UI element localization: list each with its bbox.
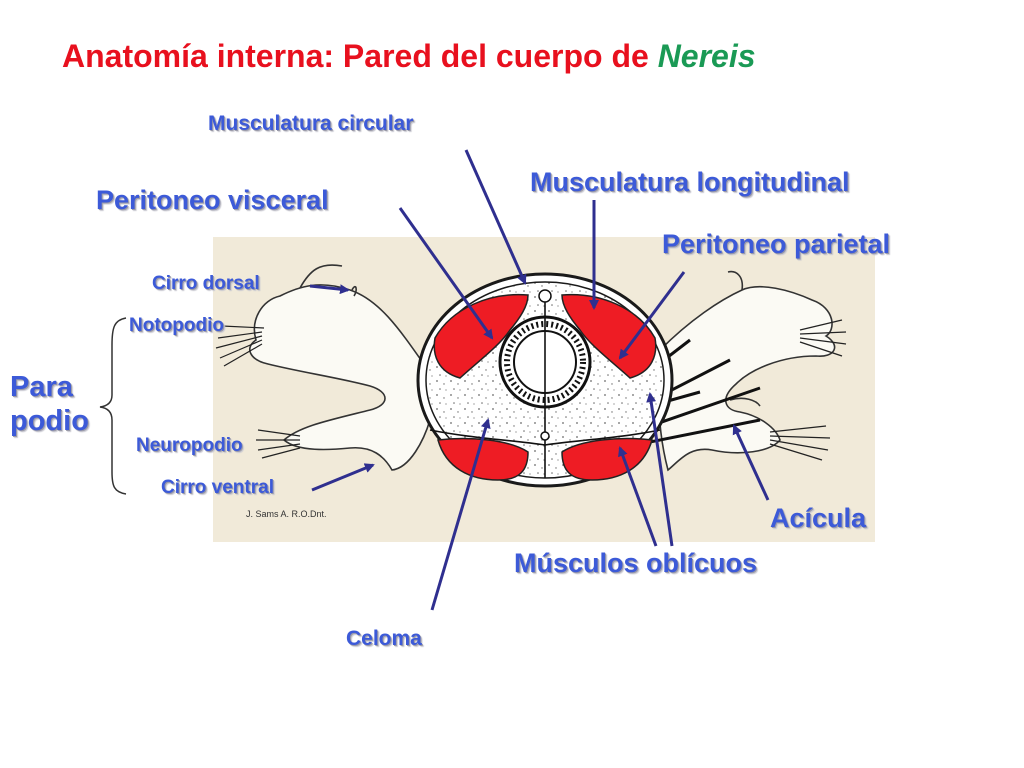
label-musculos-oblicuos: Músculos oblícuos	[514, 548, 758, 578]
label-peritoneo-parietal: Peritoneo parietal	[662, 229, 891, 259]
arrow-musculatura-circular	[464, 149, 527, 285]
arrow-peritoneo-parietal	[618, 271, 686, 360]
figure-credit: J. Sams A. R.O.Dnt.	[246, 509, 327, 519]
dorsal-vessel	[538, 289, 552, 303]
ventral-vessel	[540, 431, 550, 441]
label-cirro-ventral: Cirro ventral	[161, 477, 274, 498]
label-peritoneo-visceral: Peritoneo visceral	[96, 185, 329, 215]
label-notopodio: Notopodio	[129, 315, 224, 336]
left-chaetae	[215, 325, 301, 459]
arrow-oblicuo-1	[618, 446, 658, 547]
ventral-septum	[429, 429, 661, 446]
arrow-celoma	[430, 418, 491, 611]
title-main: Anatomía interna: Pared del cuerpo de	[62, 38, 658, 74]
label-parapodio-line1: Para	[10, 371, 73, 403]
dorsal-longitudinal-muscle-left	[433, 293, 529, 379]
right-chaetae	[769, 319, 847, 461]
ventral-longitudinal-muscle-left	[437, 437, 529, 481]
arrow-peritoneo-visceral	[398, 207, 494, 340]
label-neuropodio: Neuropodio	[136, 435, 243, 456]
annotation-arrows	[309, 149, 770, 611]
arrow-acicula	[732, 424, 770, 501]
label-parapodio-line2: podio	[10, 405, 89, 437]
label-musculatura-circular: Musculatura circular	[208, 112, 414, 135]
slide-title: Anatomía interna: Pared del cuerpo de Ne…	[62, 38, 756, 75]
dorsal-longitudinal-muscle-right	[561, 293, 657, 379]
parapodio-brace	[99, 317, 127, 495]
arrow-cirro-dorsal	[309, 284, 350, 295]
label-acicula: Acícula	[770, 503, 867, 533]
right-parapodium	[657, 270, 836, 472]
label-celoma: Celoma	[346, 627, 422, 650]
title-species: Nereis	[657, 38, 756, 74]
label-cirro-dorsal: Cirro dorsal	[152, 273, 260, 294]
arrow-oblicuo-2	[646, 392, 674, 547]
label-musculatura-longitudinal: Musculatura longitudinal	[530, 167, 850, 197]
arrow-cirro-ventral	[311, 463, 375, 492]
